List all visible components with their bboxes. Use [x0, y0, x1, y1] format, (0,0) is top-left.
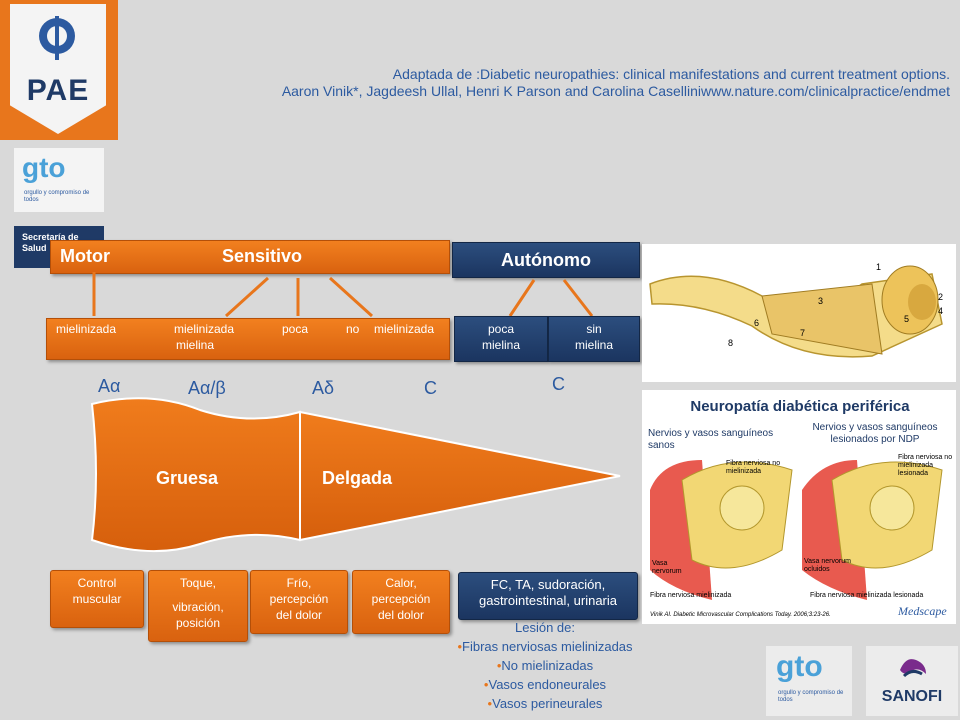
fiber-mielinizada-1: mielinizada [56, 322, 117, 336]
sin-mielina-b: mielina [574, 338, 613, 352]
connector-sens-a [224, 276, 270, 318]
toque-box: Toque, vibración, posición [148, 570, 248, 642]
frio-box: Frío, percepción del dolor [250, 570, 348, 634]
secretaria-logo-text: Secretaría de Salud [22, 232, 79, 253]
neuron-number-1: 1 [876, 262, 881, 272]
figure-right-heading: Nervios y vasos sanguíneos lesionados po… [812, 422, 938, 445]
label-vasa-nervorum: Vasa nervorum [652, 560, 682, 575]
label-myelinated: Fibra nerviosa mielinizada [650, 592, 732, 599]
poca-mielina-a: poca [487, 322, 515, 336]
sensitivo-label: Sensitivo [222, 246, 303, 266]
control-a: Control [77, 576, 117, 590]
neuron-number-3: 3 [818, 296, 823, 306]
connector-auto-a [508, 279, 536, 317]
caption-line-2: Aaron Vinik*, Jagdeesh Ullal, Henri K Pa… [281, 83, 950, 99]
caption-line-1: Adaptada de :Diabetic neuropathies: clin… [392, 66, 950, 82]
control-b: muscular [72, 592, 122, 606]
lesion-item-4: •Vasos perineurales [487, 696, 603, 711]
medscape-brand: Medscape [898, 604, 947, 618]
sanofi-bird-icon [900, 659, 926, 678]
fiber-mielinizada-3: mielinizada [374, 322, 435, 336]
neuron-drawing: 1 2 3 4 5 6 7 8 [649, 262, 943, 358]
autonomo-bar [452, 242, 640, 278]
neuron-number-7: 7 [800, 328, 805, 338]
calor-c: del dolor [377, 608, 425, 622]
figure-left-heading: Nervios y vasos sanguíneos sanos [648, 428, 774, 451]
gto-bottom-text: gto [776, 650, 823, 683]
label-vasa-occluded: Vasa nervorum ocluidos [804, 558, 851, 573]
toque-a: Toque, [179, 576, 217, 590]
delgada-label: Delgada [322, 468, 393, 488]
calor-box: Calor, percepción del dolor [352, 570, 450, 634]
fiber-a-alpha: Aα [98, 376, 121, 396]
fiber-type-bar [46, 318, 450, 360]
sin-mielina-a: sin [586, 322, 602, 336]
fiber-poca: poca [282, 322, 309, 336]
motor-label: Motor [60, 246, 110, 266]
sidebar: PAE gto orgullo y compromiso de todos Se… [0, 0, 118, 270]
caduceus-icon [39, 16, 75, 60]
fc-b: gastrointestinal, urinaria [478, 593, 618, 608]
fiber-no: no [346, 322, 360, 336]
calor-b: percepción [371, 592, 431, 606]
lesion-item-3: •Vasos endoneurales [483, 677, 607, 692]
sanofi-text: SANOFI [881, 688, 943, 705]
figure-title: Neuropatía diabética periférica [690, 398, 910, 415]
gruesa-label: Gruesa [156, 468, 219, 488]
motor-sensitivo-bar [50, 240, 450, 274]
neuron-number-4: 4 [938, 306, 943, 316]
fiber-mielinizada-2: mielinizada [174, 322, 235, 336]
fiber-c-1: C [424, 378, 437, 398]
connector-auto-b [562, 279, 594, 317]
neuron-number-6: 6 [754, 318, 759, 328]
source-caption: Adaptada de :Diabetic neuropathies: clin… [150, 66, 950, 100]
control-muscular-box: Control muscular [50, 570, 144, 628]
neuron-number-5: 5 [904, 314, 909, 324]
sanofi-logo [866, 646, 958, 716]
neuron-number-2: 2 [938, 292, 943, 302]
frio-c: del dolor [275, 608, 323, 622]
connector-sens-c [328, 276, 374, 318]
fiber-a-alpha-beta: Aα/β [188, 378, 226, 398]
fc-ta-box: FC, TA, sudoración, gastrointestinal, ur… [458, 572, 638, 620]
pae-logo-text: PAE [26, 74, 90, 107]
gruesa-shape [90, 397, 301, 553]
fc-a: FC, TA, sudoración, [490, 577, 606, 592]
figure-source: Vinik AI. Diabetic Microvascular Complic… [650, 612, 831, 618]
neuron-number-8: 8 [728, 338, 733, 348]
lesion-item-2: •No mielinizadas [496, 658, 594, 673]
gto-logo-panel [14, 148, 104, 212]
gto-logo-text: gto [22, 152, 66, 183]
poca-mielina-b: mielina [481, 338, 520, 352]
frio-a: Frío, [286, 576, 312, 590]
lesion-item-1: •Fibras nerviosas mielinizadas [457, 639, 633, 654]
gto-bottom-subtitle: orgullo y compromiso de todos [778, 690, 844, 703]
autonomo-label: Autónomo [501, 250, 591, 270]
toque-c: posición [175, 616, 221, 630]
lesion-list: Lesión de: •Fibras nerviosas mielinizada… [440, 618, 650, 713]
lesion-title: Lesión de: [515, 620, 575, 635]
delgada-shape [299, 410, 621, 542]
poca-mielina-box [454, 316, 548, 362]
fiber-mielina: mielina [176, 338, 215, 352]
gto-logo-subtitle: orgullo y compromiso de todos [24, 190, 90, 203]
sin-mielina-box [548, 316, 640, 362]
fiber-c-2: C [552, 374, 565, 394]
neuropathy-drawing [650, 460, 943, 600]
label-myelinated-damaged: Fibra nerviosa mielinizada lesionada [810, 592, 924, 599]
label-unmyelinated: Fibra nerviosa no mielinizada [726, 460, 781, 475]
toque-b: vibración, [172, 600, 224, 614]
label-unmyelinated-damaged: Fibra nerviosa no mielinizada lesionada [898, 454, 953, 477]
gto-bottom-logo [766, 646, 852, 716]
fiber-a-delta: Aδ [312, 378, 335, 398]
frio-b: percepción [269, 592, 329, 606]
calor-a: Calor, [385, 576, 417, 590]
